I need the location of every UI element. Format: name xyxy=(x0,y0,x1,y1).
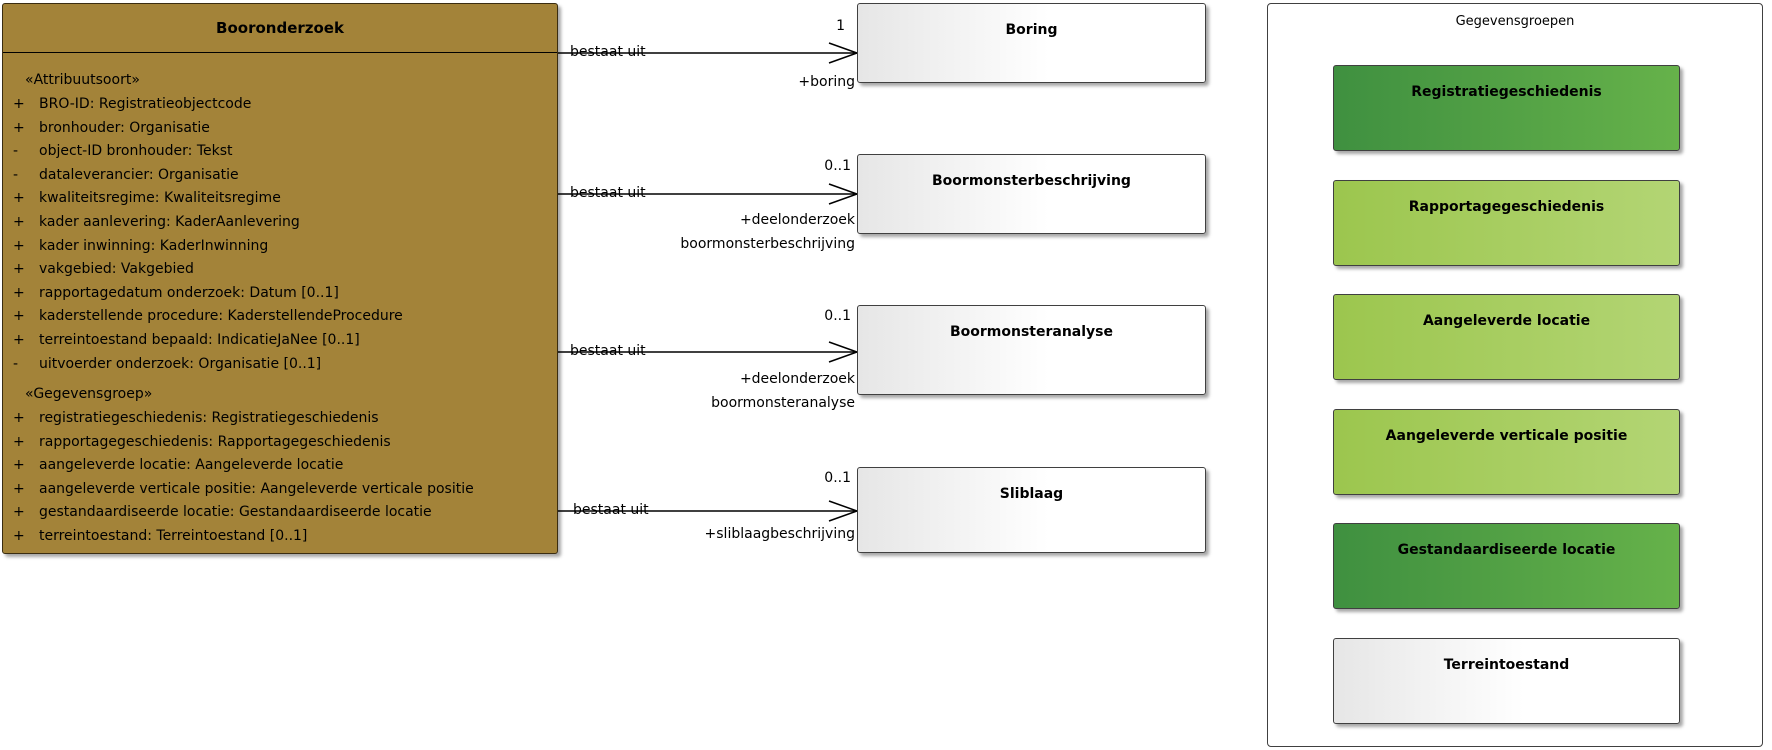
attribute-text: aangeleverde locatie: Aangeleverde locat… xyxy=(39,457,344,474)
attribute-text: rapportagegeschiedenis: Rapportagegeschi… xyxy=(39,433,391,450)
attribute-row[interactable]: - object-ID bronhouder: Tekst xyxy=(13,143,233,159)
visibility-marker: + xyxy=(13,119,25,136)
attribute-text: vakgebied: Vakgebied xyxy=(39,261,194,278)
class-boring[interactable]: Boring xyxy=(857,3,1206,83)
attribute-text: terreintoestand: Terreintoestand [0..1] xyxy=(39,528,308,544)
class-name: Sliblaag xyxy=(999,486,1064,502)
attribute-row[interactable]: + kader aanlevering: KaderAanlevering xyxy=(13,214,300,230)
attribute-text: kader aanlevering: KaderAanlevering xyxy=(39,214,300,230)
class-booronderzoek[interactable]: Booronderzoek «Attribuutsoort» + BRO-ID: … xyxy=(2,3,558,554)
group-terreintoestand[interactable]: Terreintoestand xyxy=(1333,638,1680,724)
visibility-marker: + xyxy=(13,308,25,325)
group-rapportagegeschiedenis[interactable]: Rapportagegeschiedenis xyxy=(1333,180,1680,266)
visibility-marker: + xyxy=(13,190,25,207)
class-title: Booronderzoek xyxy=(3,4,557,53)
attribute-text: terreintoestand bepaald: IndicatieJaNee … xyxy=(39,332,360,348)
attribute-row[interactable]: + aangeleverde verticale positie: Aangele… xyxy=(13,481,474,497)
visibility-marker: + xyxy=(13,332,25,348)
attribute-row[interactable]: + vakgebied: Vakgebied xyxy=(13,261,194,277)
visibility-marker: + xyxy=(13,528,25,544)
role-boormonsterbeschrijving-line1: +deelonderzoek xyxy=(739,212,855,228)
attribute-text: uitvoerder onderzoek: Organisatie [0..1] xyxy=(39,355,322,372)
visibility-marker: + xyxy=(13,96,25,112)
role-sliblaag: +sliblaagbeschrijving xyxy=(704,526,855,542)
multiplicity-boring: 1 xyxy=(836,18,845,34)
multiplicity-boormonsterbeschrijving: 0..1 xyxy=(824,158,851,174)
attribute-text: kwaliteitsregime: Kwaliteitsregime xyxy=(39,190,281,207)
attribute-text: dataleverancier: Organisatie xyxy=(39,166,239,183)
visibility-marker: + xyxy=(13,237,25,254)
package-title: Gegevensgroepen xyxy=(1455,14,1575,29)
group-name: Registratiegeschiedenis xyxy=(1411,84,1602,100)
visibility-marker: - xyxy=(13,143,19,160)
attribute-text: object-ID bronhouder: Tekst xyxy=(39,143,233,160)
association-label-boormonsterbeschrijving: bestaat uit xyxy=(570,185,646,201)
role-boormonsterbeschrijving-line2: boormonsterbeschrijving xyxy=(680,236,855,252)
role-boring: +boring xyxy=(798,74,855,90)
group-aangeleverde-verticale-positie[interactable]: Aangeleverde verticale positie xyxy=(1333,409,1680,495)
visibility-marker: + xyxy=(13,214,25,230)
association-label-sliblaag: bestaat uit xyxy=(573,502,649,518)
attribute-text: registratiegeschiedenis: Registratiegesc… xyxy=(39,410,379,426)
role-boormonsteranalyse-line1: +deelonderzoek xyxy=(739,371,855,387)
attribute-row[interactable]: + kader inwinning: KaderInwinning xyxy=(13,238,268,254)
class-boormonsterbeschrijving[interactable]: Boormonsterbeschrijving xyxy=(857,154,1206,234)
attribute-text: BRO-ID: Registratieobjectcode xyxy=(39,96,252,112)
class-sliblaag[interactable]: Sliblaag xyxy=(857,467,1206,553)
attribute-row[interactable]: + rapportagedatum onderzoek: Datum [0..1] xyxy=(13,285,339,301)
attribute-text: kaderstellende procedure: Kaderstellende… xyxy=(39,308,403,325)
class-name: Boring xyxy=(1005,22,1058,38)
visibility-marker: - xyxy=(13,355,19,372)
attribute-row[interactable]: + BRO-ID: Registratieobjectcode xyxy=(13,96,251,112)
attribute-row[interactable]: + rapportagegeschiedenis: Rapportagegesch… xyxy=(13,434,391,450)
attribute-row[interactable]: + aangeleverde locatie: Aangeleverde loca… xyxy=(13,457,343,473)
group-aangeleverde-locatie[interactable]: Aangeleverde locatie xyxy=(1333,294,1680,380)
group-registratiegeschiedenis[interactable]: Registratiegeschiedenis xyxy=(1333,65,1680,151)
attribute-row[interactable]: - uitvoerder onderzoek: Organisatie [0..1… xyxy=(13,356,321,372)
attribute-row[interactable]: + bronhouder: Organisatie xyxy=(13,120,210,136)
attribute-row[interactable]: + registratiegeschiedenis: Registratieges… xyxy=(13,410,379,426)
class-boormonsteranalyse[interactable]: Boormonsteranalyse xyxy=(857,305,1206,395)
group-gestandaardiseerde-locatie[interactable]: Gestandaardiseerde locatie xyxy=(1333,523,1680,609)
attribute-text: rapportagedatum onderzoek: Datum [0..1] xyxy=(39,284,339,301)
visibility-marker: + xyxy=(13,261,25,278)
association-label-boring: bestaat uit xyxy=(570,44,646,60)
visibility-marker: + xyxy=(13,410,25,426)
attribute-text: gestandaardiseerde locatie: Gestandaardi… xyxy=(39,504,432,521)
attribute-row[interactable]: + gestandaardiseerde locatie: Gestandaard… xyxy=(13,504,432,520)
attribute-text: aangeleverde verticale positie: Aangelev… xyxy=(39,480,474,497)
attribute-row[interactable]: + kwaliteitsregime: Kwaliteitsregime xyxy=(13,190,281,206)
visibility-marker: + xyxy=(13,457,25,474)
stereotype-attribuutsoort: «Attribuutsoort» xyxy=(25,72,140,88)
group-name: Aangeleverde verticale positie xyxy=(1385,428,1628,444)
group-name: Terreintoestand xyxy=(1443,657,1570,673)
attribute-text: bronhouder: Organisatie xyxy=(39,119,210,136)
attribute-row[interactable]: - dataleverancier: Organisatie xyxy=(13,167,239,183)
group-name: Aangeleverde locatie xyxy=(1422,313,1591,329)
class-name: Boormonsterbeschrijving xyxy=(932,173,1131,189)
attribute-row[interactable]: + kaderstellende procedure: Kaderstellend… xyxy=(13,308,403,324)
package-gegevensgroepen[interactable]: Gegevensgroepen Registratiegeschiedenis … xyxy=(1267,3,1763,747)
visibility-marker: + xyxy=(13,480,25,497)
visibility-marker: + xyxy=(13,284,25,301)
visibility-marker: - xyxy=(13,166,19,183)
role-boormonsteranalyse-line2: boormonsteranalyse xyxy=(711,395,855,411)
group-name: Gestandaardiseerde locatie xyxy=(1397,542,1616,558)
visibility-marker: + xyxy=(13,504,25,521)
visibility-marker: + xyxy=(13,433,25,450)
attribute-text: kader inwinning: KaderInwinning xyxy=(39,237,269,254)
attribute-row[interactable]: + terreintoestand bepaald: IndicatieJaNee… xyxy=(13,332,360,348)
stereotype-gegevensgroep: «Gegevensgroep» xyxy=(25,386,153,402)
multiplicity-sliblaag: 0..1 xyxy=(824,470,851,486)
group-name: Rapportagegeschiedenis xyxy=(1408,199,1605,215)
class-name: Boormonsteranalyse xyxy=(949,324,1114,340)
multiplicity-boormonsteranalyse: 0..1 xyxy=(824,308,851,324)
attribute-row[interactable]: + terreintoestand: Terreintoestand [0..1] xyxy=(13,528,307,544)
association-label-boormonsteranalyse: bestaat uit xyxy=(570,343,646,359)
